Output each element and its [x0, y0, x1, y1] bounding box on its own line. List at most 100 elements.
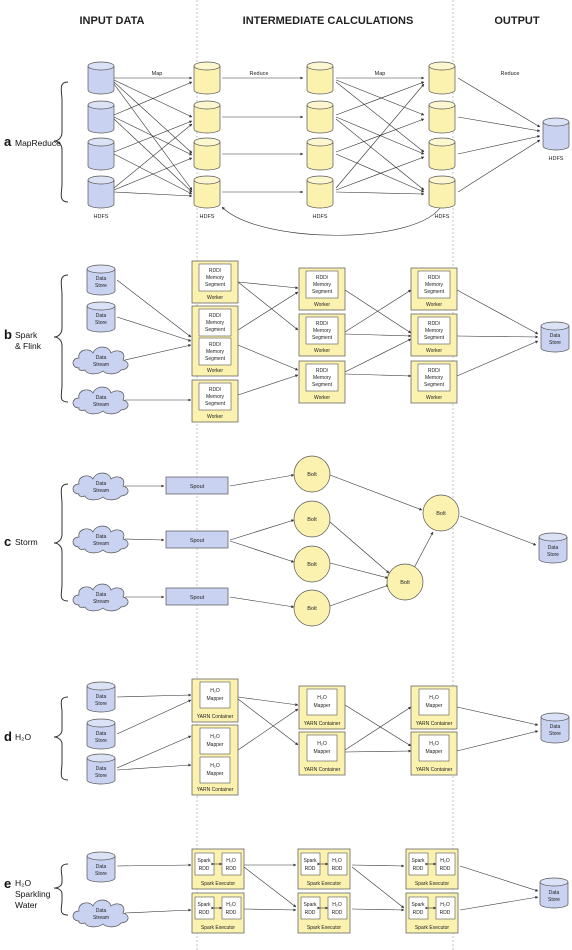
data-store-label: Data — [96, 694, 107, 700]
bolt-node — [422, 494, 460, 532]
svg-text:Spark Executor: Spark Executor — [201, 881, 236, 887]
svg-text:Spark Executor: Spark Executor — [201, 925, 236, 931]
section-spark-flink: b Spark & Flink Data Store Data Sto — [4, 260, 570, 423]
spout-label: Spout — [190, 595, 205, 601]
worker-box: RDD/ Memory Segment Worker — [298, 360, 346, 404]
map-cylinder — [428, 100, 456, 134]
data-stream-label: Stream — [93, 541, 109, 547]
svg-text:Worker: Worker — [314, 348, 330, 354]
svg-text:Spark: Spark — [411, 902, 425, 908]
map-cylinder — [193, 100, 221, 134]
section-letter: b — [4, 327, 12, 342]
worker-box: RDD/ Memory Segment Worker — [410, 360, 458, 404]
svg-text:Segment: Segment — [424, 382, 445, 388]
svg-text:H₂O: H₂O — [429, 741, 439, 747]
svg-text:YARN Container: YARN Container — [304, 721, 341, 727]
hdfs-label: HDFS — [435, 214, 450, 220]
step-label-reduce: Reduce — [501, 71, 520, 77]
reduce-cylinder — [306, 175, 334, 209]
svg-text:Segment: Segment — [205, 282, 226, 288]
data-store-label: Store — [549, 731, 561, 737]
svg-text:Memory: Memory — [313, 282, 332, 288]
hdfs-label: HDFS — [549, 156, 564, 162]
svg-text:Mapper: Mapper — [207, 696, 224, 702]
bolt-label: Bolt — [307, 606, 317, 612]
svg-text:RDD/: RDD/ — [209, 313, 222, 319]
section-name: Sparkling — [15, 889, 51, 899]
hdfs-cylinder — [87, 137, 115, 171]
arrows-spark — [116, 279, 539, 402]
data-stream-label: Stream — [93, 915, 109, 921]
worker-box: RDD/ Memory Segment Worker — [298, 313, 346, 357]
worker-box: RDD/ Memory Segment Worker — [410, 267, 458, 311]
data-stream-label: Stream — [93, 488, 109, 494]
bolt-node — [386, 563, 424, 601]
bolt-node — [293, 589, 331, 627]
hdfs-cylinder — [87, 100, 115, 134]
data-stream-label: Data — [96, 592, 107, 598]
spout-label: Spout — [190, 538, 205, 544]
svg-text:H₂O: H₂O — [210, 763, 220, 769]
svg-text:Segment: Segment — [312, 335, 333, 341]
hdfs-cylinder — [87, 175, 115, 209]
data-stream-label: Data — [96, 481, 107, 487]
svg-text:RDD: RDD — [226, 866, 237, 872]
svg-text:YARN Container: YARN Container — [416, 767, 453, 773]
yarn-container-box: H₂O Mapper YARN Container — [410, 731, 458, 776]
section-brace — [53, 81, 69, 203]
yarn-container-box: H₂O Mapper YARN Container — [298, 731, 346, 776]
svg-text:Spark: Spark — [197, 858, 211, 864]
svg-text:Worker: Worker — [426, 348, 442, 354]
svg-text:RDD/: RDD/ — [209, 268, 222, 274]
data-store-label: Store — [95, 701, 107, 707]
step-label-map: Map — [152, 71, 163, 77]
svg-text:RDD/: RDD/ — [428, 275, 441, 281]
svg-text:Worker: Worker — [314, 302, 330, 308]
arrows-h2o — [116, 693, 539, 771]
data-store-label: Store — [95, 738, 107, 744]
reduce-cylinder — [306, 61, 334, 95]
step-label-reduce: Reduce — [250, 71, 269, 77]
svg-text:Spark: Spark — [411, 858, 425, 864]
svg-text:Segment: Segment — [424, 289, 445, 295]
reduce-cylinder — [306, 137, 334, 171]
bolt-label: Bolt — [307, 562, 317, 568]
arrows-map-1 — [113, 76, 541, 236]
bolt-label: Bolt — [400, 580, 410, 586]
data-store-label: Store — [549, 340, 561, 346]
svg-text:YARN Container: YARN Container — [304, 767, 341, 773]
svg-text:Memory: Memory — [313, 375, 332, 381]
svg-text:Worker: Worker — [314, 395, 330, 401]
hdfs-label: HDFS — [94, 214, 109, 220]
data-store-label: Store — [548, 897, 560, 903]
bolt-label: Bolt — [307, 472, 317, 478]
worker-box: RDD/ Memory Segment Worker — [191, 260, 239, 304]
svg-text:Spark Executor: Spark Executor — [307, 925, 342, 931]
data-store-label: Store — [95, 773, 107, 779]
svg-text:Worker: Worker — [207, 414, 223, 420]
svg-text:RDD: RDD — [199, 866, 210, 872]
map-cylinder — [193, 175, 221, 209]
section-storm: c Storm Data Stream Data Stream Data Str… — [4, 455, 568, 627]
data-stream-label: Stream — [93, 402, 109, 408]
svg-text:H₂O: H₂O — [317, 741, 327, 747]
section-name: H₂O — [15, 878, 31, 888]
svg-text:Memory: Memory — [206, 349, 225, 355]
data-store-label: Data — [550, 333, 561, 339]
data-store-label: Data — [550, 724, 561, 730]
bolt-node — [293, 545, 331, 583]
svg-text:RDD: RDD — [440, 910, 451, 916]
data-stream-label: Data — [96, 908, 107, 914]
svg-text:Memory: Memory — [206, 394, 225, 400]
spark-executor-box: Spark RDD H₂O RDD Spark Executor — [191, 892, 245, 934]
svg-text:Mapper: Mapper — [426, 749, 443, 755]
svg-text:RDD/: RDD/ — [209, 342, 222, 348]
svg-text:Worker: Worker — [426, 395, 442, 401]
data-stream-label: Data — [96, 395, 107, 401]
svg-text:Mapper: Mapper — [314, 703, 331, 709]
spout-box — [165, 530, 229, 549]
svg-text:H₂O: H₂O — [226, 858, 236, 864]
yarn-container-box: H₂O Mapper YARN Container — [191, 678, 239, 723]
section-brace — [53, 483, 69, 602]
